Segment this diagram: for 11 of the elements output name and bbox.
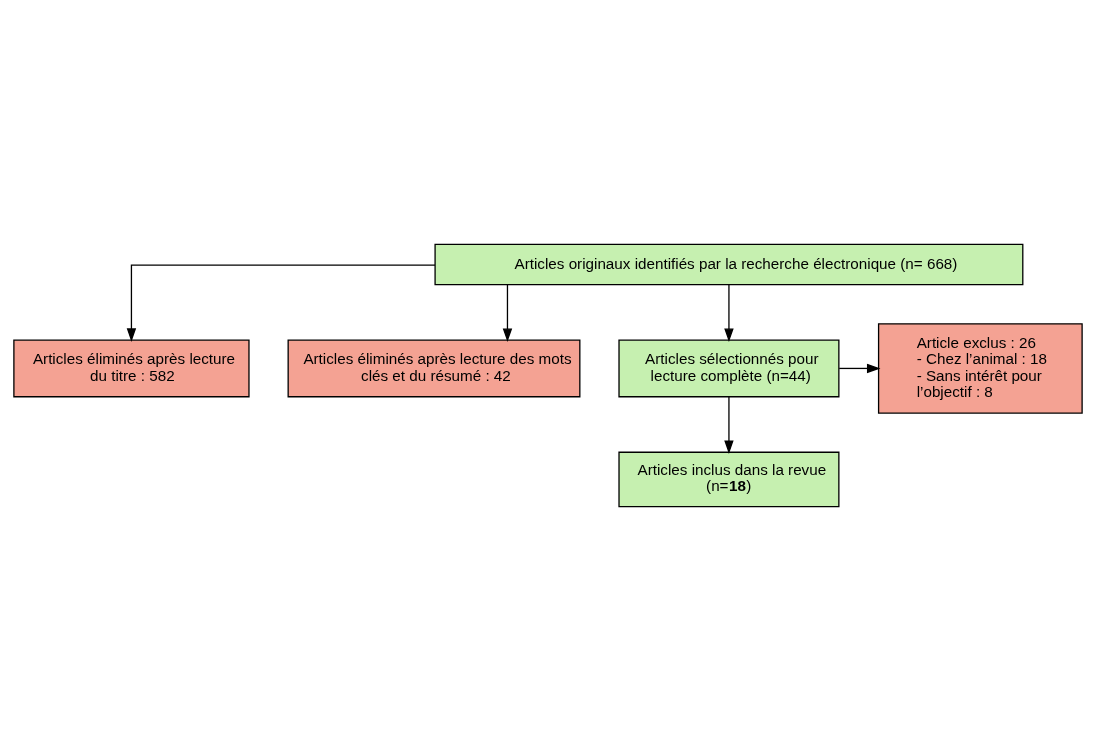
node-box: Article exclus : 26 - Chez l’animal : 18 - Sans intérêt pour l’objectif : 8 — [877, 323, 1083, 414]
node-box: Articles éliminés après lecture du titre : 582 — [13, 339, 250, 398]
node-box: Articles éliminés après lecture des mots clés et du résumé : 42 — [287, 339, 581, 398]
arrow — [502, 284, 513, 343]
node-box: Articles sélectionnés pour lecture complète (n=44) — [618, 339, 840, 398]
arrow — [838, 363, 881, 374]
arrow — [724, 396, 734, 454]
node-box: Articles originaux identifiés par la recherche électronique (n= 668) — [434, 243, 1024, 286]
arrow — [126, 264, 436, 342]
node-box: Articles inclus dans la revue (n=18) — [618, 451, 840, 508]
arrow — [724, 284, 734, 343]
